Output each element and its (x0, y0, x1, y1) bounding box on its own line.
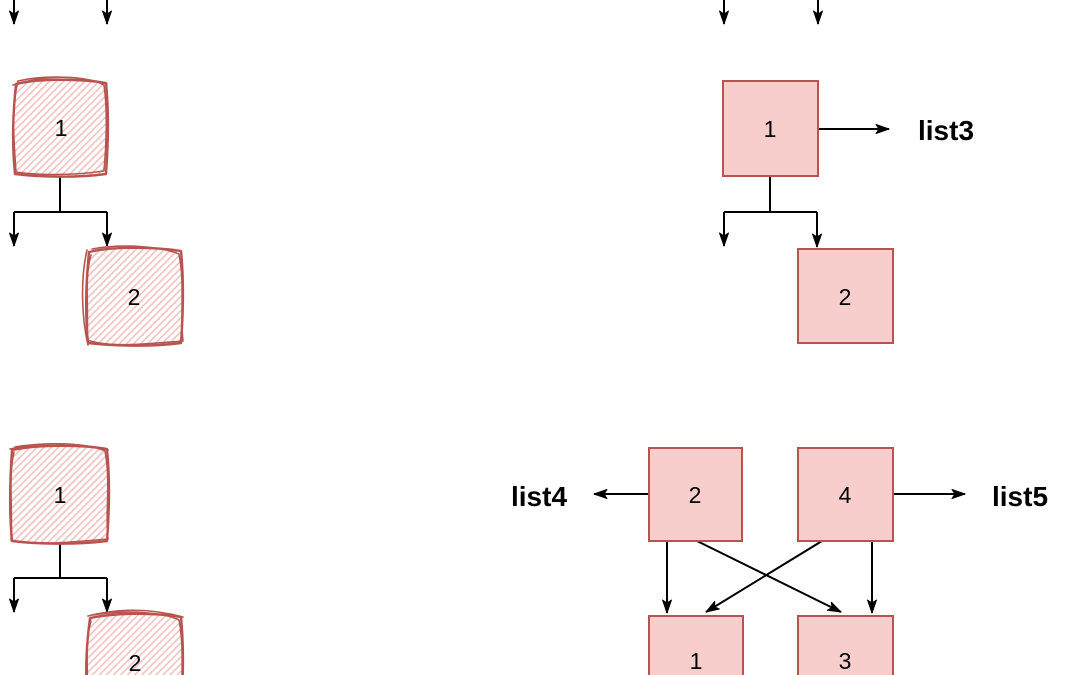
node-box (797, 447, 894, 542)
list-node-bottom-right: 3 (797, 615, 894, 675)
node-value: 3 (839, 648, 852, 674)
node-value: 4 (839, 482, 852, 508)
node-hatch-fill (10, 445, 109, 544)
list4-label: list4 (511, 481, 567, 512)
node-box (722, 80, 819, 177)
list3-label: list3 (918, 115, 974, 146)
tree-node-root: 1 (8, 442, 111, 545)
list-node-top-left: 2 (648, 447, 743, 542)
tree-node-right-child: 2 (797, 248, 894, 344)
diagram-bottom-right-lists: list4 list5 2 4 1 3 (511, 447, 1048, 675)
list-node-top-right: 4 (797, 447, 894, 542)
arrow-4-to-1-cross (705, 540, 823, 613)
list-node-bottom-left: 1 (648, 615, 744, 675)
node-box (648, 447, 743, 542)
node-hatch-fill (86, 247, 183, 346)
diagram-top-right-tree: 1 list3 2 (719, 0, 974, 344)
node-box (648, 615, 744, 675)
node-value: 1 (764, 116, 777, 142)
node-value: 1 (690, 648, 703, 674)
arrow-2-to-3-cross (696, 540, 842, 613)
diagram-top-left-tree: 1 2 (9, 0, 185, 347)
list5-label: list5 (992, 481, 1048, 512)
tree-node-root: 1 (722, 80, 819, 177)
tree-node-right-child: 2 (81, 245, 185, 347)
node-value: 1 (55, 115, 68, 141)
node-hatch-fill (13, 79, 108, 177)
tree-node-root: 1 (11, 76, 110, 178)
node-value: 2 (839, 284, 852, 310)
node-value: 2 (689, 482, 702, 508)
diagram-bottom-left-tree: 1 2 (8, 442, 185, 675)
tree-node-right-child: 2 (85, 609, 185, 675)
node-box (797, 615, 894, 675)
node-value: 1 (54, 482, 67, 508)
node-hatch-fill (86, 613, 183, 675)
node-value: 2 (128, 284, 141, 310)
node-box (797, 248, 894, 344)
node-value: 2 (129, 650, 142, 675)
